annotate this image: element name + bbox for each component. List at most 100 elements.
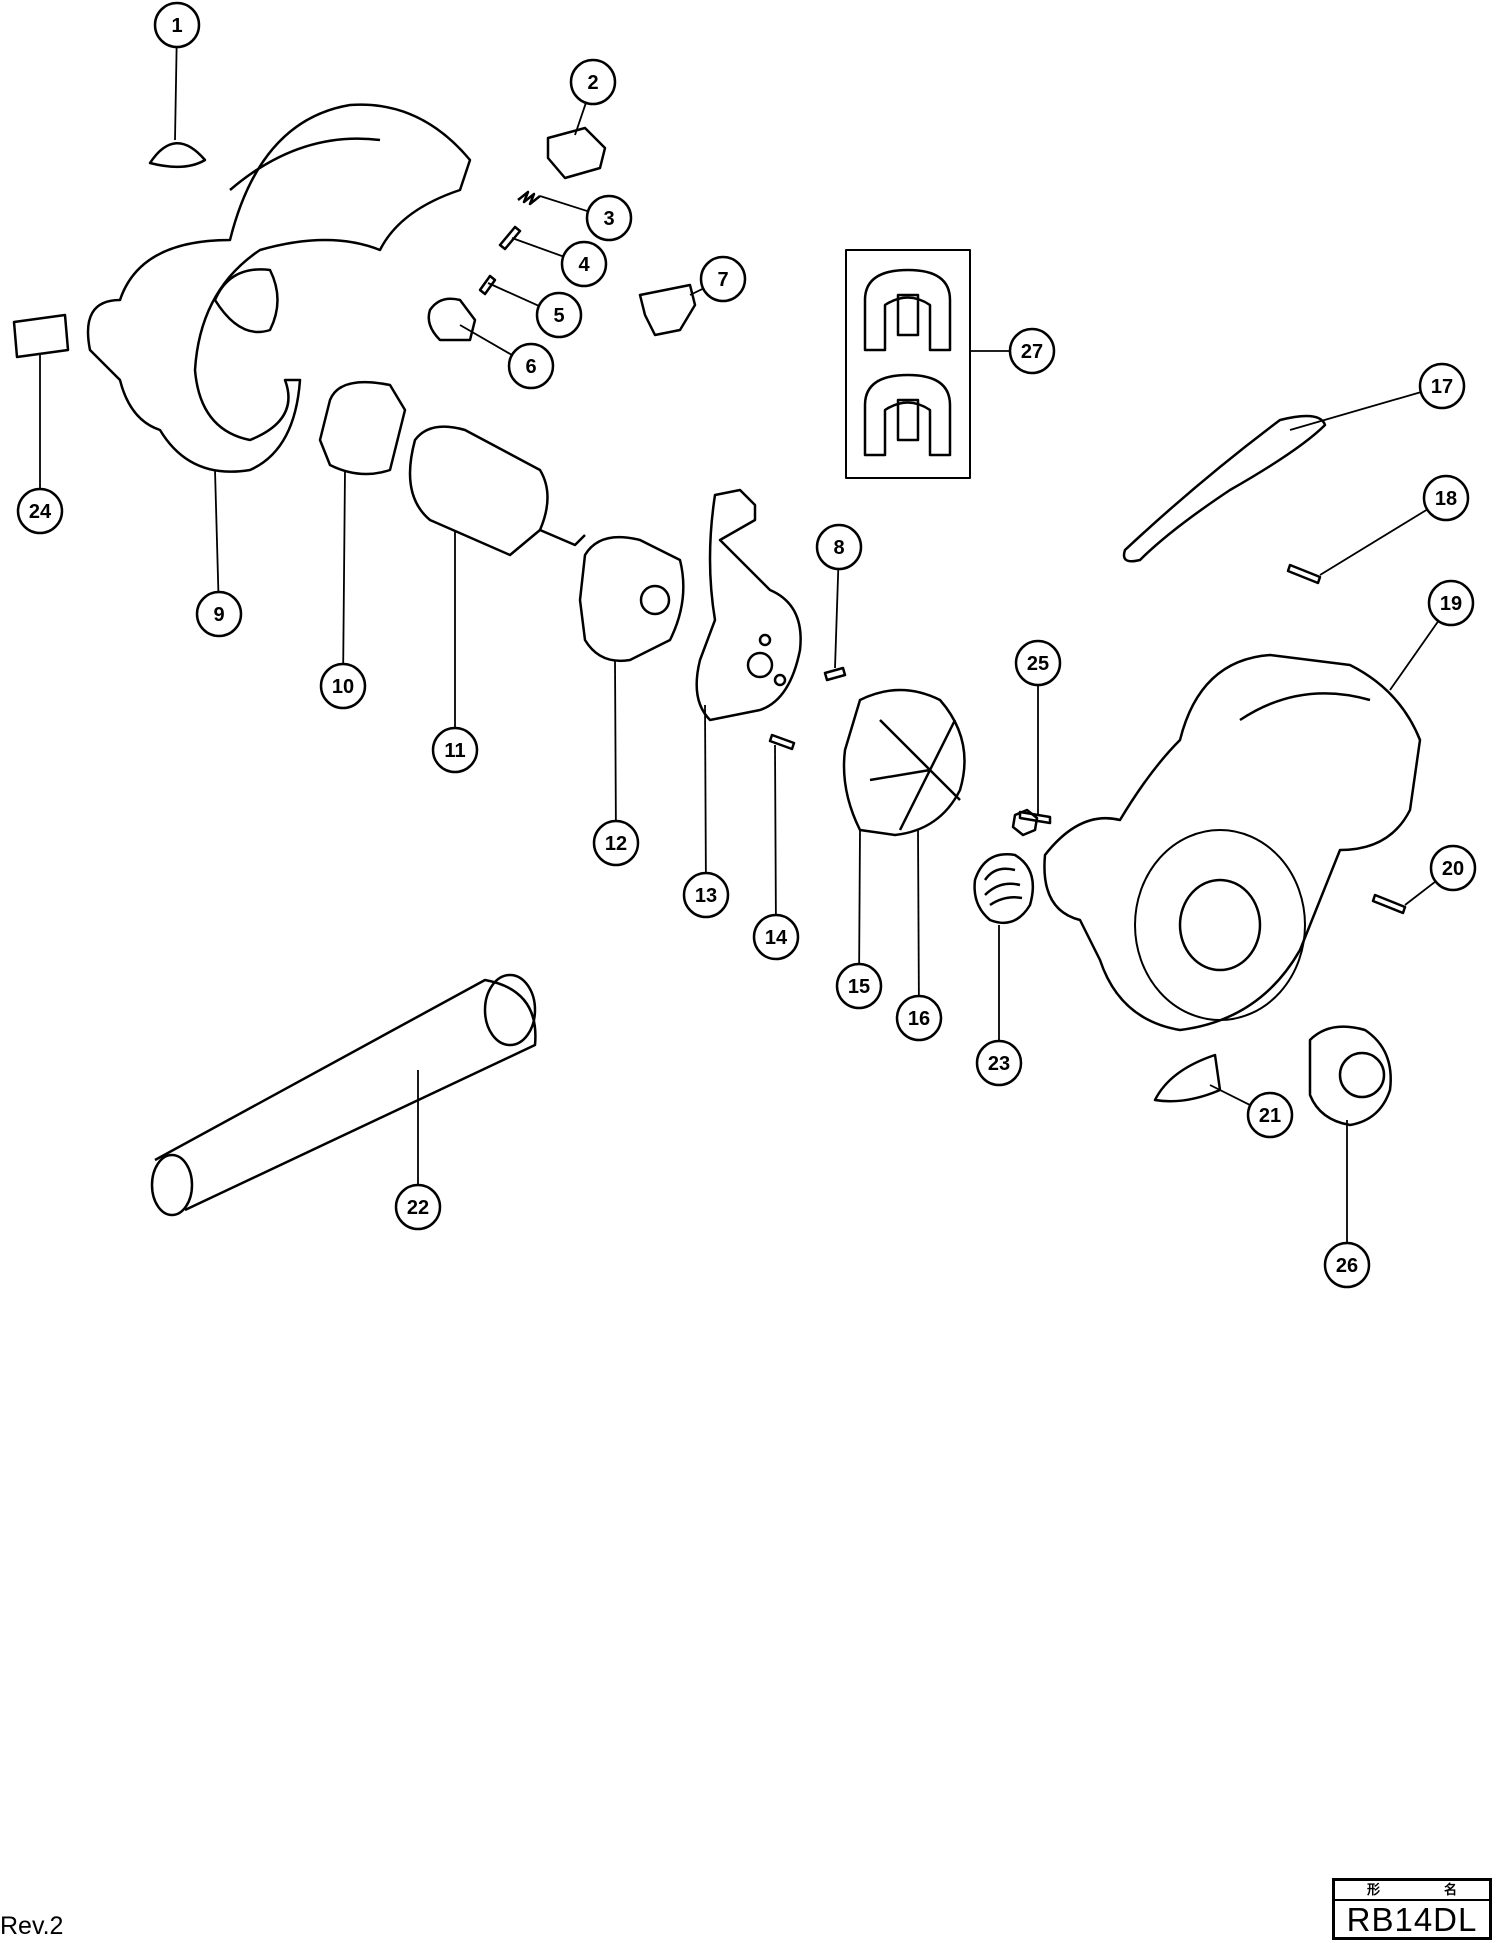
callout-circle [195, 590, 243, 638]
part-19-housing-right [1043, 653, 1422, 1032]
callout-number: 8 [833, 537, 844, 559]
callout-number: 15 [848, 976, 870, 998]
part-9-housing-left [86, 103, 472, 473]
callout-circle [16, 487, 64, 535]
callout-number: 13 [695, 885, 717, 907]
leader-line-7 [689, 287, 704, 296]
part-2-switch [546, 126, 607, 180]
callout-number: 7 [717, 269, 728, 291]
callout-circle [975, 1039, 1023, 1087]
part-14-screw [768, 733, 796, 751]
callout-circle [1014, 639, 1062, 687]
callout-circle [895, 994, 943, 1042]
part-16-nut [1011, 808, 1039, 837]
callout-5: 5 [535, 291, 583, 339]
callout-number: 4 [578, 254, 590, 276]
part-4-pin [498, 225, 522, 251]
header-left: 形 [1366, 1882, 1380, 1897]
leader-line-2 [574, 102, 587, 136]
callout-1: 1 [153, 1, 201, 49]
callout-number: 25 [1027, 653, 1049, 675]
callout-circle [835, 962, 883, 1010]
leader-line-10 [342, 469, 346, 665]
callout-10: 10 [319, 662, 367, 710]
leader-line-15 [858, 829, 861, 965]
model-name: RB14DL [1346, 1901, 1478, 1938]
leader-line-1 [174, 46, 178, 141]
leader-line-12 [614, 659, 617, 822]
leader-line-17 [1289, 391, 1422, 431]
callout-circle [752, 913, 800, 961]
callout-2: 2 [569, 58, 617, 106]
callout-number: 19 [1440, 593, 1462, 615]
callout-number: 2 [587, 72, 598, 94]
leader-line-9 [214, 469, 220, 593]
callout-number: 18 [1435, 488, 1457, 510]
callout-circle [1246, 1091, 1294, 1139]
callout-4: 4 [560, 240, 608, 288]
leader-line-4 [511, 237, 564, 258]
part-26-cap [1308, 1025, 1392, 1127]
callout-16: 16 [895, 994, 943, 1042]
callout-number: 10 [332, 676, 354, 698]
callout-circle [1422, 474, 1470, 522]
part-1-label [148, 142, 207, 169]
part-17-strap [1122, 414, 1327, 563]
callout-number: 27 [1021, 341, 1043, 363]
callout-number: 6 [525, 356, 536, 378]
leader-line-8 [834, 568, 840, 669]
callout-circle [569, 58, 617, 106]
callout-circle [1323, 1241, 1371, 1289]
callout-circle [1429, 844, 1477, 892]
part-7-terminal [638, 283, 697, 337]
callout-number: 14 [765, 927, 788, 949]
callout-number: 12 [605, 833, 627, 855]
part-6-trigger [427, 297, 477, 342]
leader-line-5 [487, 282, 540, 307]
callout-circle [319, 662, 367, 710]
callout-11: 11 [431, 726, 479, 774]
callout-circle [1008, 327, 1056, 375]
callout-25: 25 [1014, 639, 1062, 687]
callout-number: 11 [444, 740, 465, 762]
part-20-screw [1371, 893, 1407, 915]
leader-line-19 [1389, 620, 1440, 691]
callout-21: 21 [1246, 1091, 1294, 1139]
callout-circle [682, 871, 730, 919]
leader-line-21 [1209, 1084, 1251, 1106]
callout-13: 13 [682, 871, 730, 919]
callout-number: 9 [213, 604, 224, 626]
leader-line-3 [539, 195, 589, 213]
callout-circle [1427, 579, 1475, 627]
callout-20: 20 [1429, 844, 1477, 892]
callout-27: 27 [1008, 327, 1056, 375]
leader-line-20 [1404, 880, 1437, 906]
callout-8: 8 [815, 523, 863, 571]
part-24-label [12, 313, 70, 359]
callout-9: 9 [195, 590, 243, 638]
callout-number: 16 [908, 1008, 930, 1030]
callout-circle [507, 342, 555, 390]
leader-line-13 [704, 704, 707, 874]
part-25-screw [1018, 810, 1052, 825]
callout-number: 24 [29, 501, 52, 523]
callout-number: 17 [1431, 376, 1453, 398]
part-5-pin [478, 274, 497, 296]
leader-line-14 [774, 744, 777, 916]
callout-circle [153, 1, 201, 49]
part-21-label [1153, 1053, 1222, 1103]
leader-line-6 [459, 324, 513, 356]
part-15-fan [842, 688, 966, 837]
callout-15: 15 [835, 962, 883, 1010]
callout-circle [431, 726, 479, 774]
callout-18: 18 [1422, 474, 1470, 522]
callout-circle [1418, 362, 1466, 410]
revision-label: Rev.2 [0, 1912, 64, 1940]
part-8-screw [823, 666, 847, 682]
header-right: 名 [1443, 1882, 1457, 1897]
callout-26: 26 [1323, 1241, 1371, 1289]
callout-23: 23 [975, 1039, 1023, 1087]
callout-number: 20 [1442, 858, 1464, 880]
part-12-motor-cover [578, 535, 685, 663]
